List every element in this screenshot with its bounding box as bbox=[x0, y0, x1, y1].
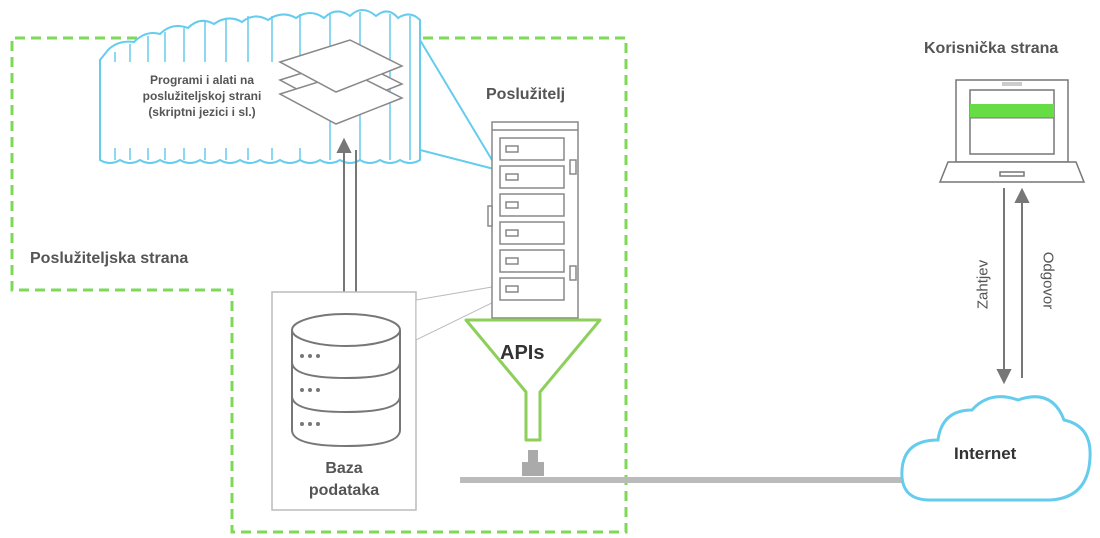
programs-label-line3: (skriptni jezici i sl.) bbox=[148, 105, 256, 119]
response-label: Odgovor bbox=[1039, 251, 1057, 310]
request-response-arrows bbox=[996, 187, 1030, 385]
server-label: Poslužitelj bbox=[486, 86, 566, 103]
programs-label-line1: Programi i alati na bbox=[149, 73, 255, 87]
apis-label: APIs bbox=[500, 342, 545, 364]
request-label: Zahtjev bbox=[974, 259, 992, 310]
client-side-label: Korisnička strana bbox=[924, 40, 1059, 57]
programs-label-line2: poslužiteljskoj strani bbox=[142, 89, 262, 103]
server-side-label: Poslužiteljska strana bbox=[30, 250, 189, 267]
internet-cloud-icon bbox=[900, 395, 1092, 502]
server-rack-icon bbox=[487, 121, 579, 319]
database-label-line1: Baza bbox=[325, 460, 363, 477]
laptop-icon bbox=[938, 79, 1086, 183]
programs-label: Programi i alati na poslužiteljskoj stra… bbox=[112, 72, 292, 120]
database-label: Baza podataka bbox=[292, 458, 396, 502]
layers-icon bbox=[278, 39, 404, 125]
server-side-boundary bbox=[10, 36, 628, 534]
funnel-icon bbox=[464, 318, 602, 476]
database-icon bbox=[291, 313, 401, 448]
internet-label: Internet bbox=[954, 444, 1017, 463]
database-label-line2: podataka bbox=[308, 482, 380, 499]
